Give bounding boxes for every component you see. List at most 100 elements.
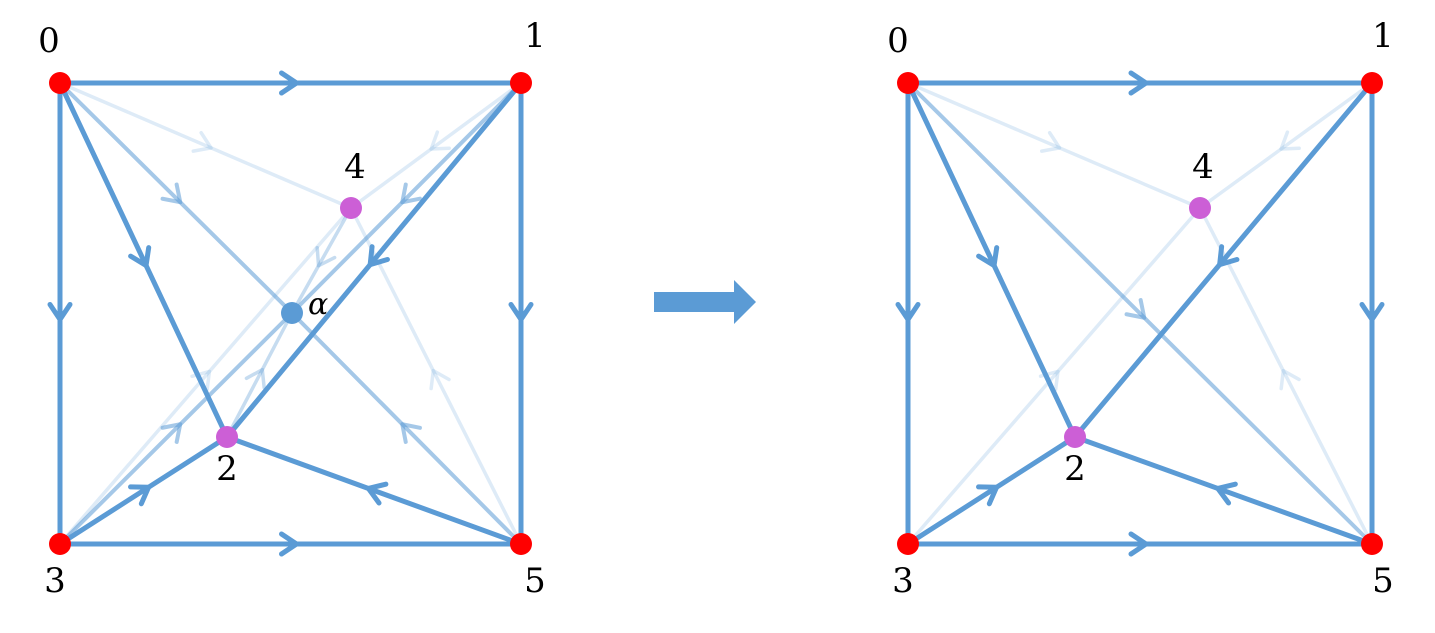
edge-0-3: [47, 80, 73, 547]
vertex-2: [1064, 426, 1086, 448]
vertex-label-2: 2: [1064, 449, 1086, 489]
arrowhead-icon: [1128, 70, 1149, 96]
arrowhead-icon: [400, 422, 422, 444]
edge-line: [349, 81, 523, 210]
edge-line: [225, 311, 294, 439]
edge-line: [290, 206, 353, 315]
edge-5-alpha: [290, 311, 523, 546]
arrowhead-icon: [279, 531, 299, 557]
edge-3-2: [905, 434, 1078, 547]
edge-line: [58, 81, 294, 315]
edge-1-4: [1198, 81, 1374, 210]
vertex-3: [897, 533, 919, 555]
edge-line: [1072, 80, 1375, 440]
arrowhead-icon: [976, 245, 1000, 268]
vertex-5: [1361, 533, 1383, 555]
edge-line: [290, 311, 523, 546]
arrowhead-icon: [365, 481, 389, 506]
arrowhead-icon: [1215, 481, 1238, 506]
edge-0-3: [895, 80, 921, 547]
vertex-label-1: 1: [524, 16, 546, 56]
arrowhead-icon: [1040, 131, 1062, 153]
vertex-0: [49, 72, 71, 94]
vertex-1: [1361, 72, 1383, 94]
edge-1-5: [508, 80, 534, 547]
arrowhead-icon: [47, 302, 73, 322]
vertex-label-alpha: α: [308, 287, 328, 322]
edge-line: [906, 81, 1374, 546]
edge-line: [905, 80, 1078, 440]
diagram-after: 0 1 2 3 4 5: [887, 16, 1394, 601]
vertex-label-5: 5: [524, 561, 546, 601]
edge-1-4: [349, 81, 523, 210]
vertex-label-3: 3: [892, 561, 914, 601]
arrowhead-icon: [160, 422, 183, 444]
edge-3-4: [58, 206, 353, 546]
edges: [47, 70, 534, 557]
edge-3-4: [906, 206, 1202, 546]
arrowhead-icon: [279, 70, 299, 96]
edge-line: [905, 434, 1078, 547]
arrowhead-icon: [1217, 244, 1240, 268]
arrowhead-icon: [1279, 368, 1301, 391]
edge-line: [906, 81, 1202, 210]
vertex-3: [49, 533, 71, 555]
arrowhead-icon: [1128, 531, 1149, 557]
edges: [895, 70, 1385, 557]
edge-0-4: [906, 81, 1202, 210]
edge-line: [57, 434, 230, 547]
edge-line: [906, 206, 1202, 546]
arrowhead-icon: [1279, 130, 1301, 151]
vertex-4: [340, 197, 362, 219]
edge-0-2: [905, 80, 1078, 440]
vertex-label-4: 4: [1192, 147, 1214, 187]
edge-line: [290, 81, 523, 315]
vertex-label-0: 0: [38, 21, 60, 61]
edge-line: [58, 206, 353, 546]
vertices: 0 1 2 3 4 5: [887, 16, 1394, 601]
arrowhead-icon: [976, 484, 1000, 507]
edge-0-5: [906, 81, 1374, 546]
vertex-label-1: 1: [1372, 16, 1394, 56]
edge-1-2: [224, 80, 524, 440]
edge-line: [58, 81, 353, 210]
arrowhead-icon: [429, 368, 451, 391]
arrowhead-icon: [429, 130, 451, 151]
edge-2-alpha: [225, 311, 294, 439]
vertex-label-4: 4: [344, 147, 366, 187]
arrowhead-icon: [895, 302, 921, 322]
edge-1-2: [1072, 80, 1375, 440]
edge-line: [1198, 81, 1374, 210]
arrowhead-icon: [128, 484, 152, 507]
edge-0-2: [57, 80, 230, 440]
edge-0-1: [905, 70, 1375, 96]
edge-1-alpha: [290, 81, 523, 315]
vertex-0: [897, 72, 919, 94]
edge-3-alpha: [58, 311, 294, 546]
arrowhead-icon: [128, 245, 152, 268]
vertex-label-5: 5: [1372, 561, 1394, 601]
arrowhead-icon: [400, 182, 422, 205]
edge-line: [58, 311, 294, 546]
vertex-4: [1189, 197, 1211, 219]
edge-0-1: [57, 70, 524, 96]
edge-line: [224, 434, 524, 547]
edge-line: [224, 80, 524, 440]
edge-0-4: [58, 81, 353, 210]
edge-4-alpha: [290, 206, 353, 315]
edge-5-2: [1072, 434, 1375, 547]
arrowhead-icon: [367, 244, 390, 268]
edge-line: [57, 80, 230, 440]
edge-line: [1072, 434, 1375, 547]
vertex-1: [510, 72, 532, 94]
arrowhead-icon: [315, 246, 337, 268]
transition-arrow: [654, 280, 756, 324]
arrowhead-icon: [191, 131, 213, 153]
arrowhead-icon: [1359, 302, 1385, 322]
vertex-label-0: 0: [887, 21, 909, 61]
edge-3-2: [57, 434, 230, 547]
